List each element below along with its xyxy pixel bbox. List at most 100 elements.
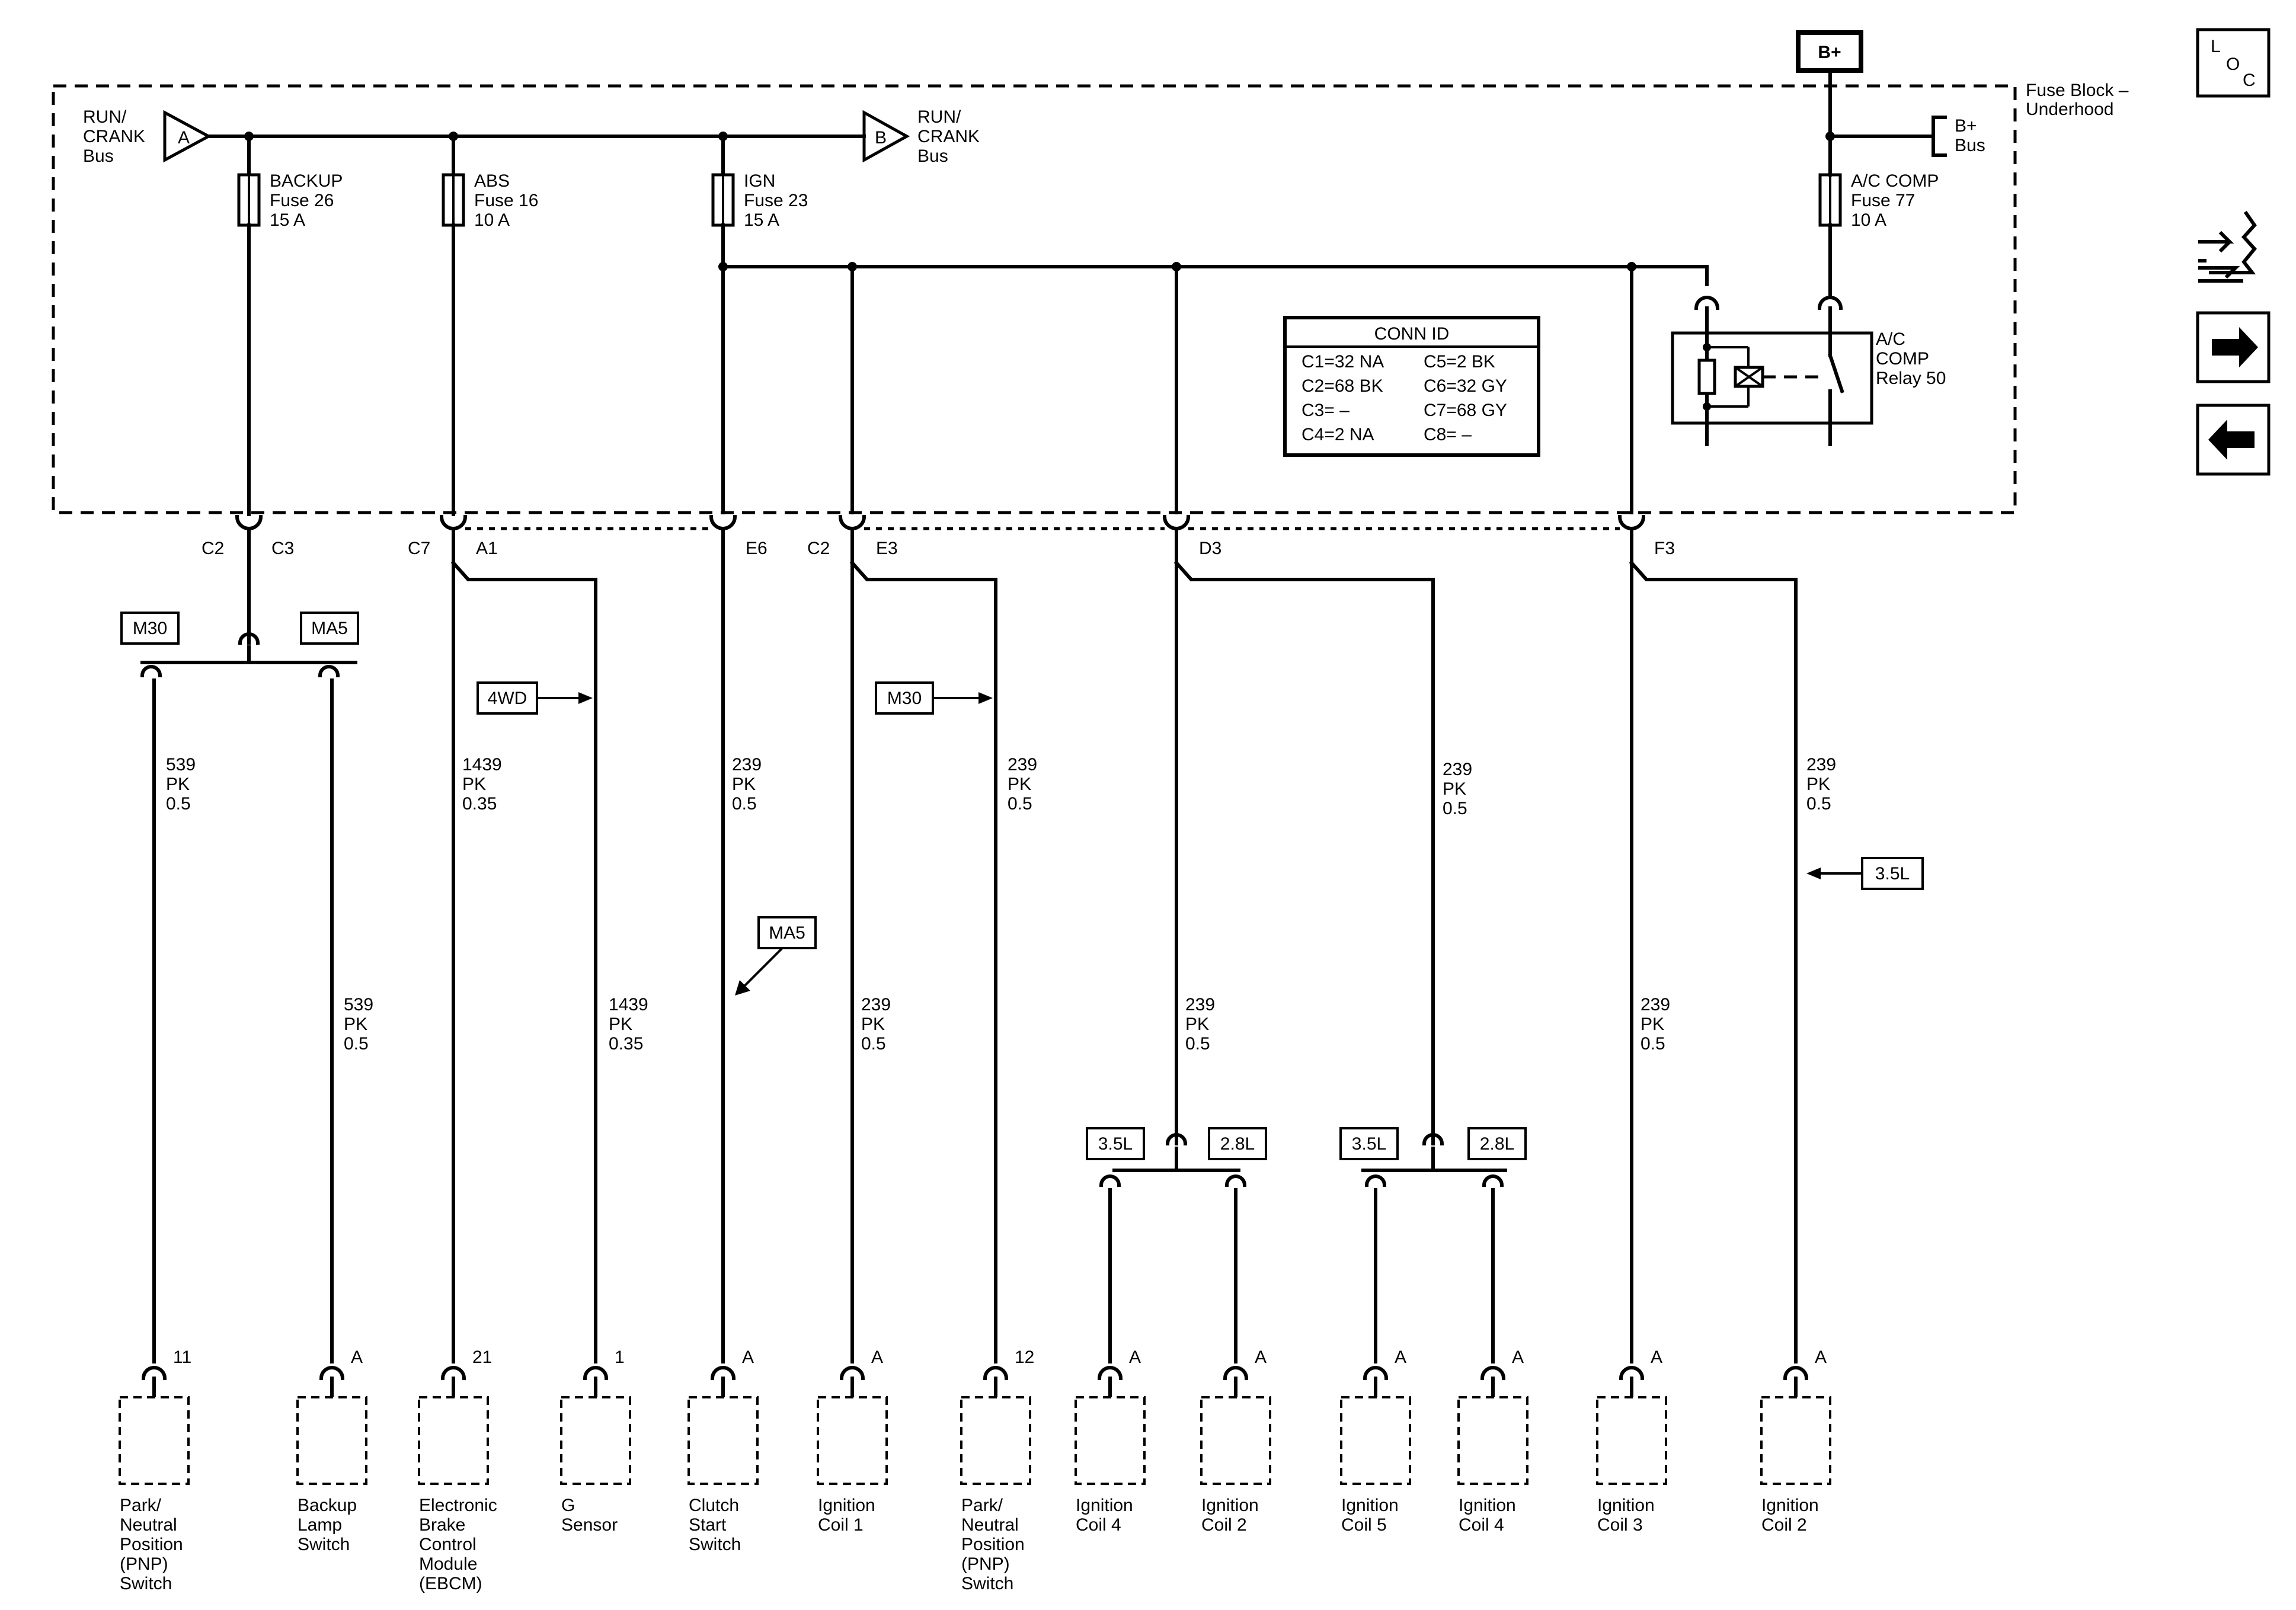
bus-a-letter: A [178, 128, 190, 148]
svg-text:C7: C7 [408, 539, 430, 558]
connector-d3: D3 [1162, 514, 1221, 558]
component-pin-label: A [1512, 1347, 1524, 1367]
bus-b-letter: B [875, 128, 887, 148]
component-pin-label: 12 [1015, 1347, 1034, 1367]
fuse-block-label: Fuse Block –Underhood [2026, 81, 2129, 119]
svg-text:C3: C3 [271, 539, 294, 558]
component-pin-label: A [1815, 1347, 1827, 1367]
wire-pnp-2 [849, 560, 997, 1363]
option-tag-ma5-mid [757, 916, 817, 949]
component-pin-label: 11 [173, 1347, 191, 1367]
svg-text:M30: M30 [887, 689, 922, 708]
svg-text:O: O [2226, 55, 2240, 74]
svg-text:2.8L: 2.8L [1220, 1134, 1255, 1154]
component-box [560, 1396, 631, 1485]
component-box [817, 1396, 888, 1485]
svg-text:E3: E3 [876, 539, 898, 558]
component-pin-label: 1 [615, 1347, 625, 1367]
component-box [1596, 1396, 1667, 1485]
svg-text:F3: F3 [1654, 539, 1675, 558]
connector-route-icon[interactable] [2198, 210, 2257, 283]
connector-backup: C2 C3 [202, 223, 294, 645]
component-box [1340, 1396, 1411, 1485]
bplus-bus-label: B+Bus [1955, 116, 1985, 155]
svg-text:C2=68 BK: C2=68 BK [1302, 376, 1383, 396]
option-tag-4wd [477, 681, 538, 715]
svg-text:3.5L: 3.5L [1875, 864, 1910, 884]
component-box [1457, 1396, 1528, 1485]
svg-text:C8= –: C8= – [1424, 425, 1472, 444]
option-tag-3-5l-b [1339, 1127, 1399, 1160]
svg-text:D3: D3 [1199, 539, 1221, 558]
option-tag-m30-top [120, 612, 180, 645]
svg-text:A1: A1 [476, 539, 498, 558]
svg-text:C2: C2 [807, 539, 830, 558]
component-pin-label: A [1255, 1347, 1267, 1367]
svg-text:2.8L: 2.8L [1480, 1134, 1514, 1154]
svg-text:C4=2 NA: C4=2 NA [1302, 425, 1374, 444]
loc-button[interactable]: L O C [2196, 28, 2271, 98]
svg-text:C6=32 GY: C6=32 GY [1424, 376, 1507, 396]
connector-e3: C2 E3 [807, 514, 898, 558]
next-page-arrow-icon[interactable] [2196, 311, 2271, 383]
fuse-block-outline [52, 84, 2017, 514]
svg-text:L: L [2211, 37, 2221, 56]
option-tag-2-8l-b [1467, 1127, 1527, 1160]
svg-text:MA5: MA5 [769, 923, 805, 943]
component-pin-label: A [351, 1347, 363, 1367]
svg-text:C5=2 BK: C5=2 BK [1424, 352, 1495, 372]
component-box [1760, 1396, 1831, 1485]
wire-d3-right [1173, 560, 1435, 1145]
component-box [960, 1396, 1031, 1485]
component-box [418, 1396, 489, 1485]
component-box [1200, 1396, 1271, 1485]
svg-text:C3= –: C3= – [1302, 401, 1350, 420]
bus-a-triangle [163, 110, 212, 163]
connector-abs: C7 A1 [408, 223, 498, 558]
svg-text:C2: C2 [202, 539, 224, 558]
component-pin-label: A [1395, 1347, 1406, 1367]
component-pin-label: A [742, 1347, 754, 1367]
previous-page-arrow-icon[interactable] [2196, 404, 2271, 476]
svg-text:3.5L: 3.5L [1352, 1134, 1386, 1154]
component-pin-label: 21 [472, 1347, 492, 1367]
connector-ign-e6: E6 [709, 514, 768, 558]
option-tag-ma5-top [300, 612, 359, 645]
component-box [296, 1396, 367, 1485]
component-box [687, 1396, 759, 1485]
svg-text:C: C [2243, 71, 2256, 90]
